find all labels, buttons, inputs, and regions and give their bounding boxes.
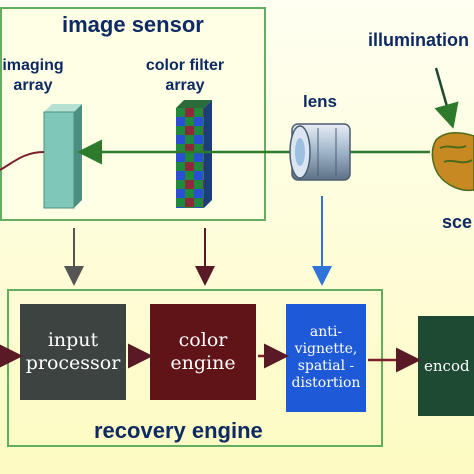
color-engine-line2: engine [170,352,236,374]
color-engine-line1: color [178,329,228,352]
input-processor-block [20,304,126,400]
input-processor-line1: input [47,329,99,352]
anti-vignette-line3: spatial - [297,358,355,374]
anti-vignette-block [286,304,366,412]
color-filter-array-shape [176,100,212,208]
color-filter-array-label: color filter array [132,56,238,96]
imaging-array-label: imaging array [0,56,72,96]
anti-vignette-line1: anti- [309,324,343,341]
encoder-label: encod [424,357,470,375]
imaging-array-label-line1: imaging [2,57,64,74]
recovery-engine-title: recovery engine [94,418,263,443]
encoder-block [418,316,474,416]
lens-label: lens [303,92,338,111]
color-engine-text: color engine [150,304,256,400]
output-wire [0,151,45,171]
image-sensor-frame [0,7,266,221]
encoder-text: encod [418,316,474,416]
lens-shape [289,123,351,181]
anti-vignette-line2: vignette, [294,341,358,358]
color-filter-array-label-line2: array [165,77,205,94]
anti-vignette-line4: distortion [291,374,361,391]
imaging-array-label-line2: array [13,77,53,94]
illumination-arrow [434,67,459,129]
illumination-label: illumination [368,30,469,50]
input-processor-text: input processor [20,304,126,400]
anti-vignette-text: anti- vignette, spatial - distortion [286,304,366,412]
color-filter-array-label-line1: color filter [145,57,225,74]
scene-shape [431,132,474,192]
scene-label: sce [442,212,473,232]
color-engine-block [150,304,256,400]
input-processor-line2: processor [25,352,121,374]
image-sensor-title: image sensor [62,12,204,37]
imaging-array-shape [43,104,82,209]
